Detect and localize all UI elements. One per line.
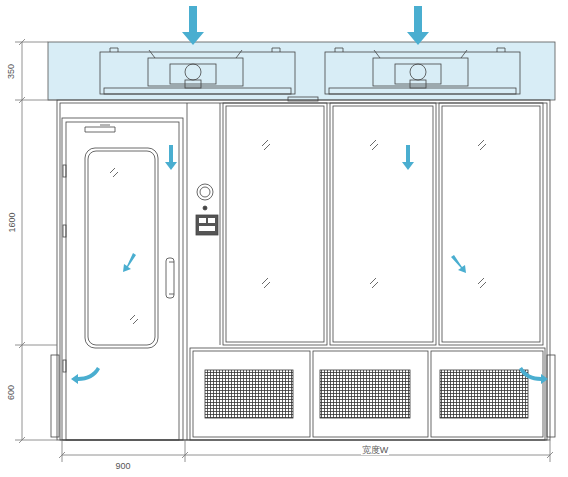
outline xyxy=(15,39,555,462)
airflow-arrow xyxy=(71,6,548,384)
dimension-label: 宽度W xyxy=(361,446,390,455)
grille xyxy=(205,370,528,418)
dimension-label: 900 xyxy=(114,462,131,471)
dimension-vertical: 600 xyxy=(8,383,17,400)
ffu-unit xyxy=(325,48,520,94)
dimension-vertical: 1600 xyxy=(8,211,17,233)
ffu-unit xyxy=(100,48,295,94)
dimension-vertical: 350 xyxy=(8,62,17,79)
door xyxy=(62,118,183,440)
